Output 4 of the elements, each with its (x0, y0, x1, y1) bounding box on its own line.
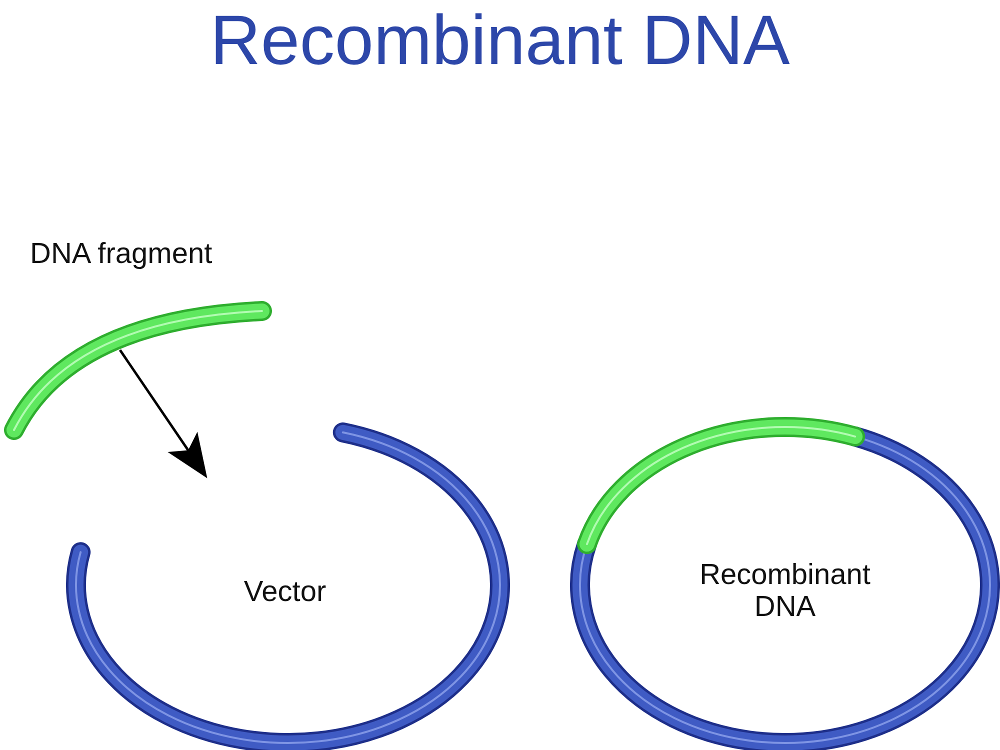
node-label: DNA fragment (30, 239, 212, 271)
node-label: Vector (242, 577, 328, 609)
node-label: Recombinant DNA (698, 560, 872, 624)
title: Recombinant DNA (209, 0, 791, 80)
